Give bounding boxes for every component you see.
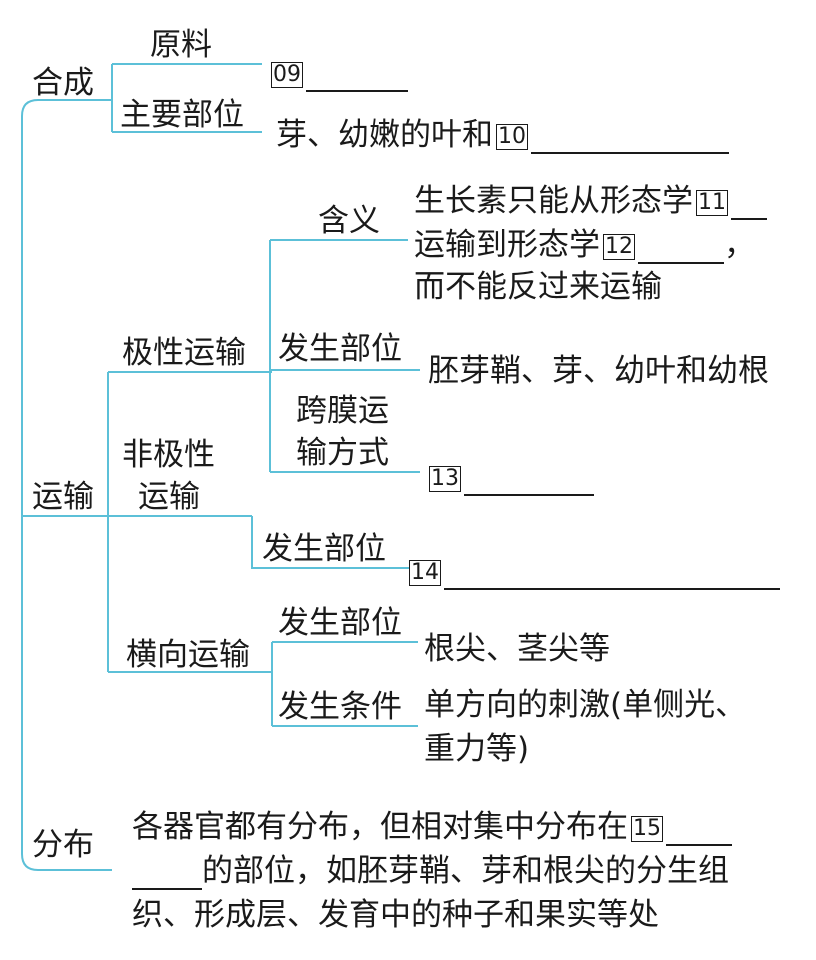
blank-10-number: 10 (496, 123, 528, 150)
nonpolar-site-label: 发生部位 (262, 531, 386, 567)
blank-15-number: 15 (631, 815, 663, 842)
blank-13-line[interactable] (464, 464, 594, 496)
condition-label: 发生条件 (278, 689, 402, 725)
meaning-label: 含义 (318, 203, 380, 239)
blank-09-number: 09 (271, 61, 303, 88)
blank-09-line[interactable] (306, 60, 408, 92)
blank-12-number: 12 (603, 233, 635, 260)
lateral-transport-label: 横向运输 (126, 637, 250, 673)
mode-label-2: 输方式 (296, 435, 389, 471)
nonpolar-label-2: 运输 (138, 479, 200, 515)
meaning-text-2-end: ， (724, 227, 755, 263)
polar-site-text: 胚芽鞘、芽、幼叶和幼根 (428, 353, 769, 389)
mode-label-1: 跨膜运 (296, 393, 389, 429)
blank-15-line-a[interactable] (666, 814, 732, 846)
lateral-site-text: 根尖、茎尖等 (424, 631, 610, 667)
condition-text-1: 单方向的刺激(单侧光、 (424, 687, 747, 723)
condition-text-2: 重力等) (424, 731, 530, 767)
distribution-line-2: 的部位，如胚芽鞘、芽和根尖的分生组 (132, 852, 729, 890)
blank-14-line[interactable] (444, 558, 780, 590)
distribution-text-2: 的部位，如胚芽鞘、芽和根尖的分生组 (202, 853, 729, 889)
nonpolar-label-1: 非极性 (122, 437, 215, 473)
polar-transport-label: 极性运输 (122, 335, 246, 371)
blank-14-row: 14 (406, 552, 780, 590)
blank-14-number: 14 (409, 559, 441, 586)
meaning-line-3: 而不能反过来运输 (414, 269, 662, 305)
lateral-site-label: 发生部位 (278, 605, 402, 641)
distribution-line-3: 织、形成层、发育中的种子和果实等处 (132, 897, 659, 933)
main-site-label: 主要部位 (120, 97, 244, 133)
blank-13-row: 13 (426, 458, 594, 496)
blank-11-line[interactable] (731, 188, 767, 220)
raw-material-label: 原料 (150, 27, 212, 63)
blank-13-number: 13 (429, 465, 461, 492)
synthesis-label: 合成 (32, 65, 94, 101)
distribution-label: 分布 (32, 827, 94, 863)
nonpolar-site-line (251, 516, 410, 569)
main-site-text: 芽、幼嫩的叶和 (276, 117, 493, 153)
blank-09-row: 09 (268, 54, 408, 92)
transport-label: 运输 (32, 479, 94, 515)
distribution-text-1: 各器官都有分布，但相对集中分布在 (132, 809, 628, 845)
blank-15-line-b[interactable] (132, 858, 202, 890)
polar-site-label: 发生部位 (278, 331, 402, 367)
meaning-text-2: 运输到形态学 (414, 227, 600, 263)
blank-12-line[interactable] (638, 232, 724, 264)
blank-11-number: 11 (696, 189, 728, 216)
blank-10-line[interactable] (531, 122, 729, 154)
trunk-line (21, 99, 112, 871)
meaning-text-1: 生长素只能从形态学 (414, 183, 693, 219)
